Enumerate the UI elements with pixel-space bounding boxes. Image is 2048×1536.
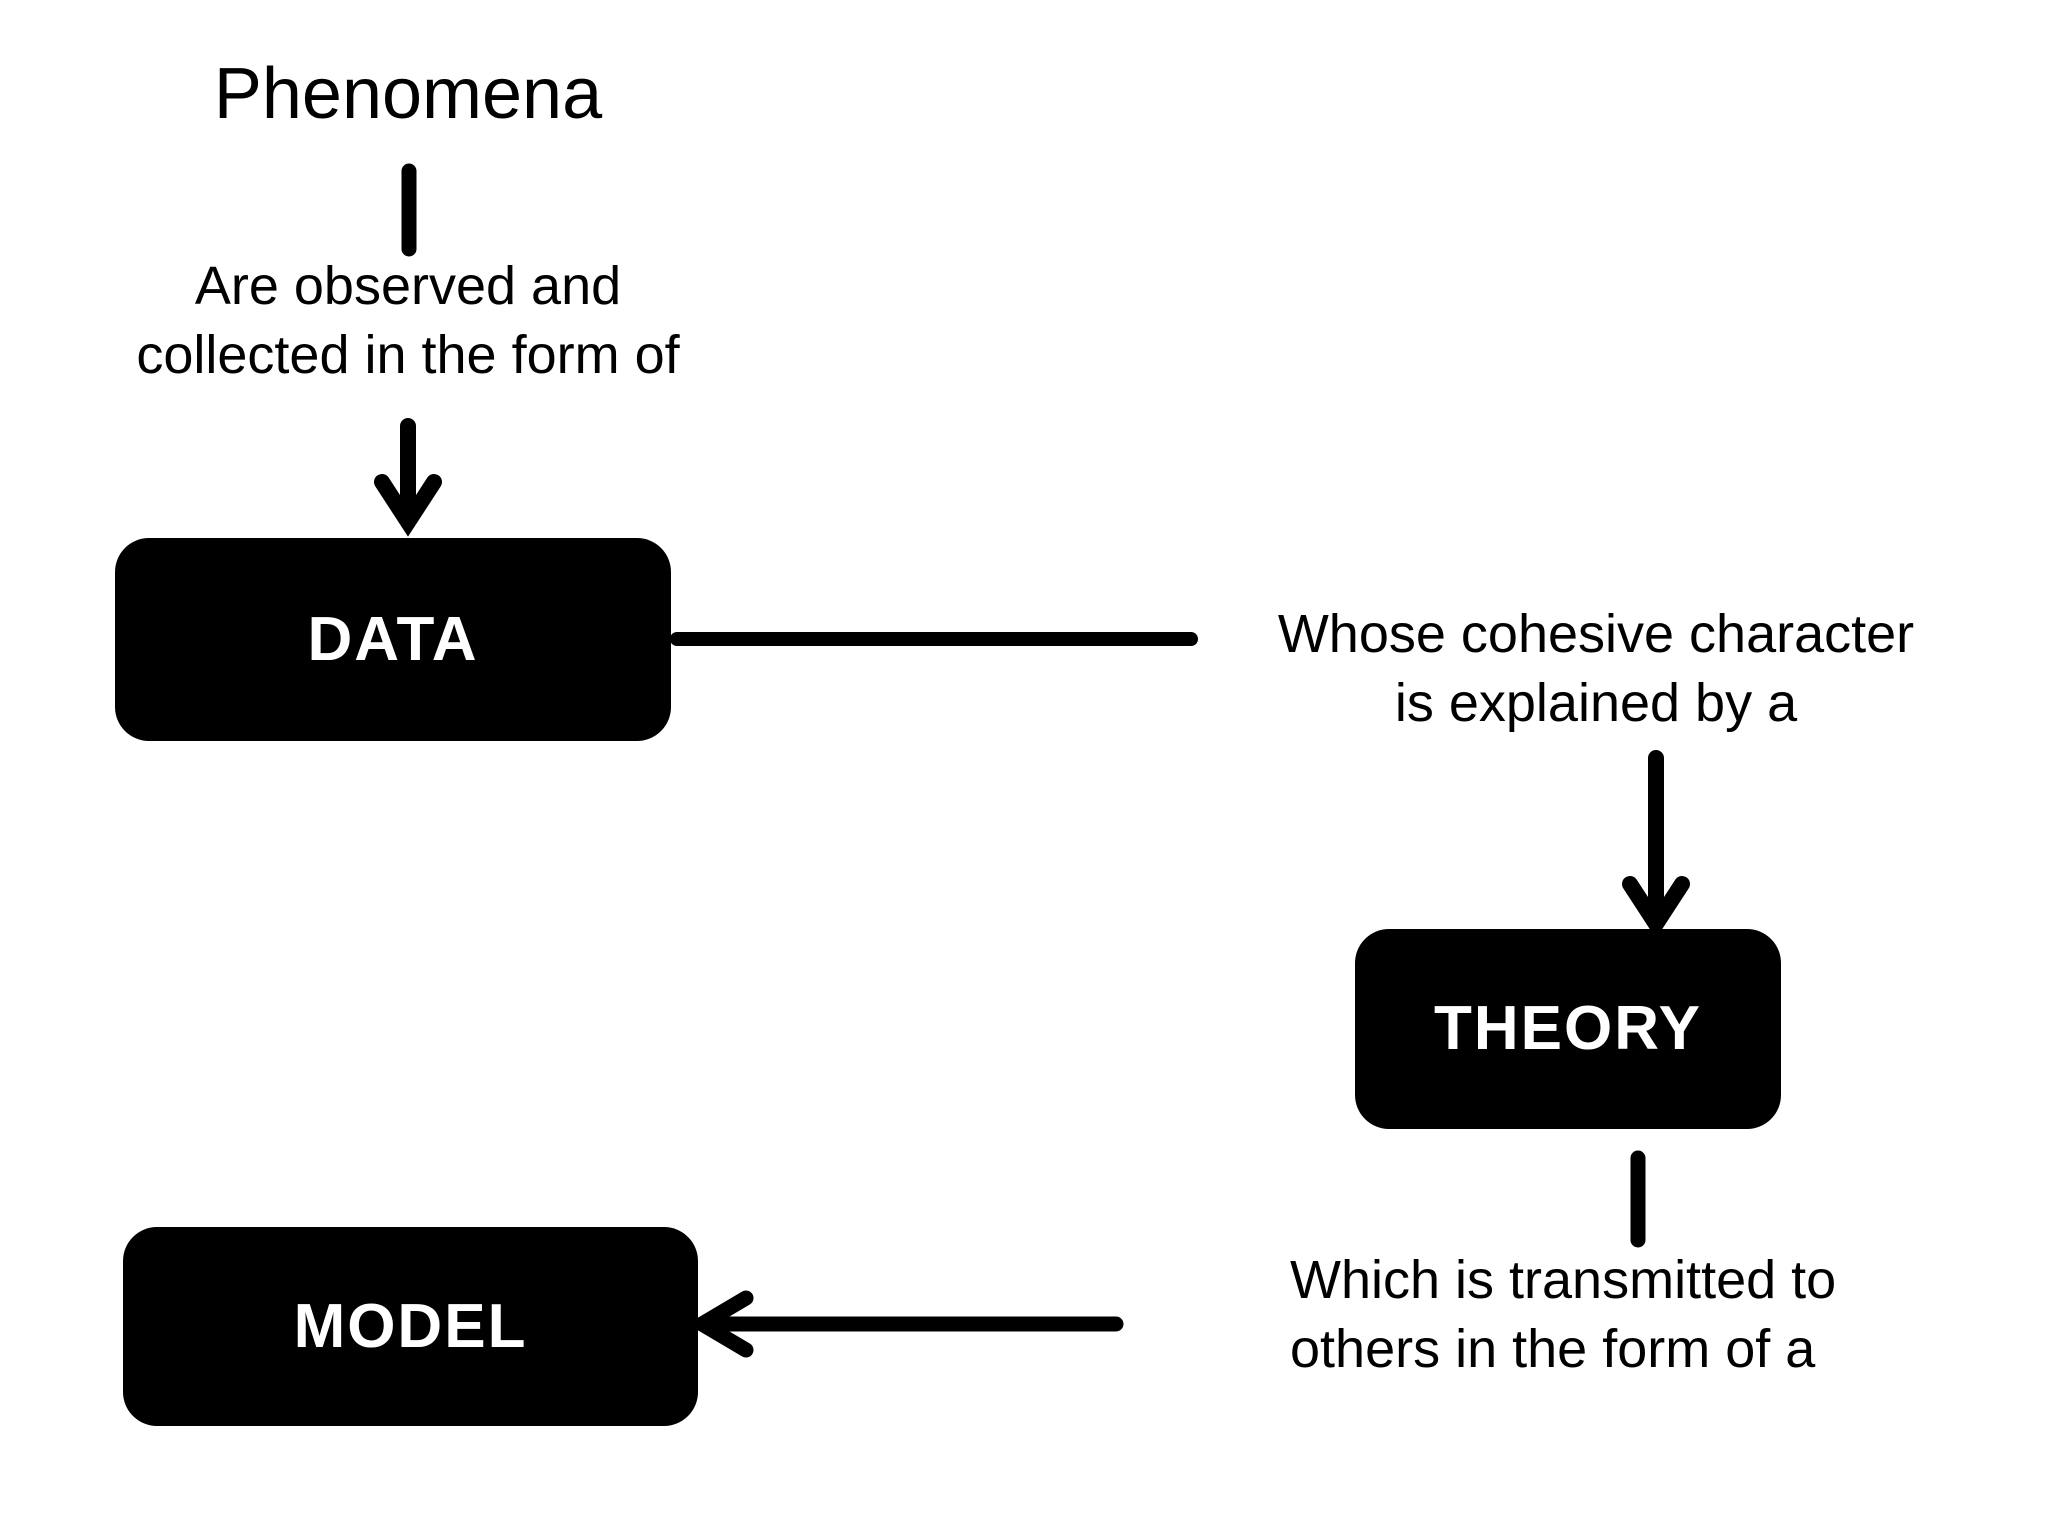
arrow-down-to-theory-icon [1614,748,1698,939]
node-label-theory: THEORY [1433,994,1703,1063]
arrow-down-to-data-icon [366,416,450,537]
connector-data-to-theory-line [668,628,1200,650]
node-theory[interactable]: THEORY [1355,929,1781,1129]
edge-label-data-to-theory: Whose cohesive character is explained by… [1277,604,1915,734]
node-label-phenomena: Phenomena [213,54,603,134]
arrow-left-to-model-icon [687,1282,1132,1366]
node-label-data: DATA [307,604,479,674]
connector-theory-stub [1630,1150,1646,1248]
node-label-model: MODEL [293,1291,528,1361]
node-model[interactable]: MODEL [123,1227,698,1426]
edge-label-theory-to-model: Which is transmitted to others in the fo… [1290,1250,1837,1380]
node-data[interactable]: DATA [115,538,671,741]
connector-phenomena-stub [401,163,417,257]
edge-label-phenomena-to-data: Are observed and collected in the form o… [136,256,680,386]
